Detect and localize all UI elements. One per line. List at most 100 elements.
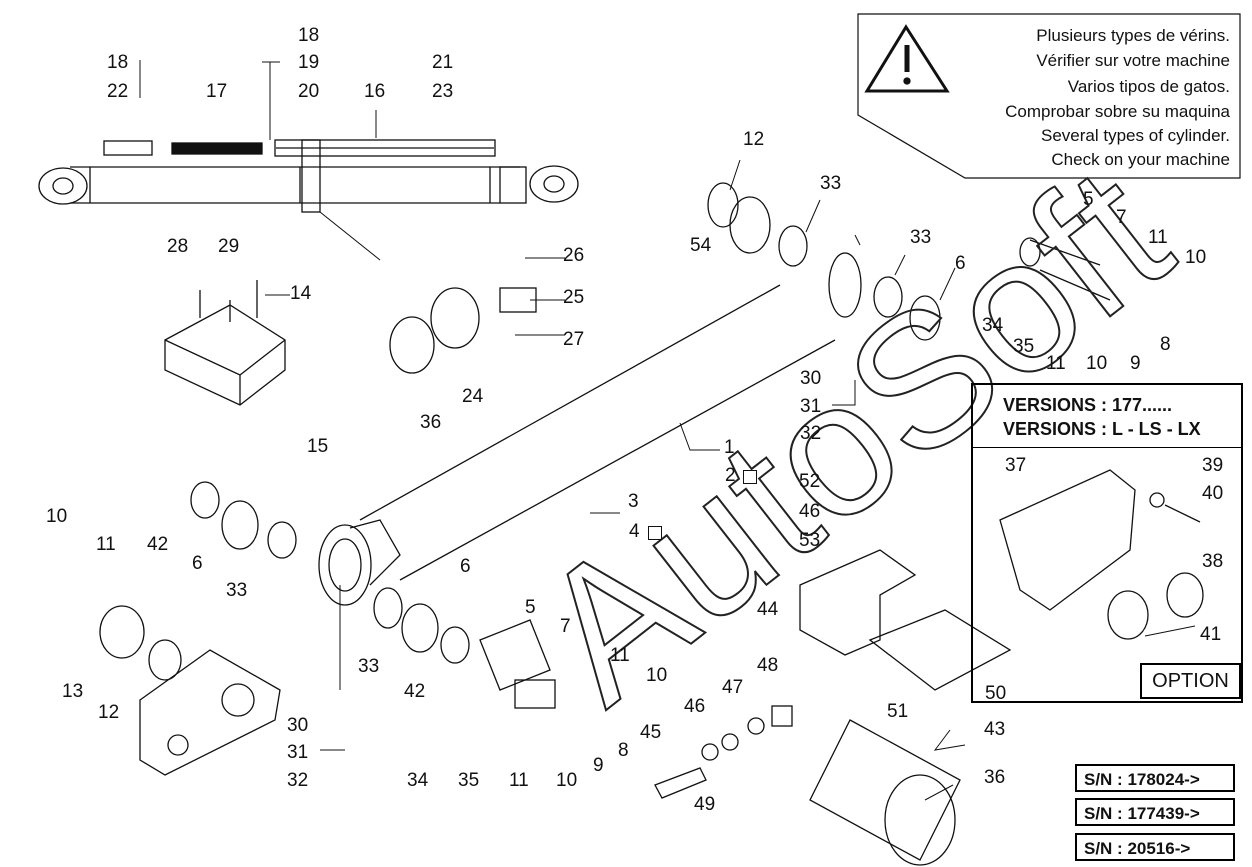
part-label: 34	[407, 770, 429, 791]
part-label: 30	[287, 715, 309, 736]
part-label: 14	[290, 283, 312, 304]
warning-box-outline	[857, 13, 1241, 179]
warning-box: Plusieurs types de vérins. Vérifier sur …	[858, 12, 1240, 180]
part-label: 31	[287, 742, 309, 763]
serial-number-box: S/N : 178024->	[1075, 764, 1235, 792]
part-label: 12	[743, 129, 765, 150]
part-label: 53	[799, 530, 821, 551]
part-label: 52	[799, 471, 821, 492]
part-label: 50	[985, 683, 1007, 704]
part-label: 32	[800, 423, 822, 444]
part-label: 16	[364, 81, 386, 102]
part-label: 33	[910, 227, 932, 248]
versions-title-1: VERSIONS : 177......	[1003, 395, 1173, 415]
part-label: 8	[618, 740, 629, 761]
checkbox-square-icon	[743, 470, 757, 484]
part-label: 26	[563, 245, 585, 266]
part-label: 24	[462, 386, 484, 407]
part-label: 5	[1083, 189, 1094, 210]
part-label: 11	[1046, 353, 1066, 374]
part-label: 11	[1148, 227, 1168, 248]
part-label: 17	[206, 81, 228, 102]
part-label: 33	[820, 173, 842, 194]
part-label: 38	[1202, 551, 1224, 572]
part-label: 11	[96, 534, 116, 555]
leader-lines	[139, 60, 1196, 801]
part-label: 10	[1185, 247, 1207, 268]
warning-line: Vérifier sur votre machine	[1036, 51, 1230, 70]
part-label: 11	[610, 645, 630, 666]
upper-seals	[707, 182, 1111, 341]
lower-pin	[373, 587, 556, 709]
part-label: 15	[307, 436, 329, 457]
part-label: 34	[982, 315, 1004, 336]
part-label: 30	[800, 368, 822, 389]
part-label: 12	[98, 702, 120, 723]
part-label: 27	[563, 329, 585, 350]
part-label: 49	[694, 794, 716, 815]
cover-37	[999, 469, 1204, 640]
lower-left-seals	[99, 481, 297, 776]
warning-triangle-icon	[864, 24, 950, 93]
part-label: 1	[724, 437, 735, 458]
top-cylinder	[38, 139, 579, 213]
part-label: 46	[684, 696, 706, 717]
part-label: 10	[556, 770, 578, 791]
part-label: 33	[358, 656, 380, 677]
part-label: 6	[955, 253, 966, 274]
part-label: 28	[167, 236, 189, 257]
part-label: 35	[458, 770, 480, 791]
part-label: 43	[984, 719, 1006, 740]
part-label: 7	[560, 616, 571, 637]
part-label: 45	[640, 722, 662, 743]
versions-title-2: VERSIONS : L - LS - LX	[1003, 419, 1201, 439]
part-label: 3	[628, 491, 639, 512]
part-label: 42	[404, 681, 426, 702]
part-label: 13	[62, 681, 84, 702]
part-label: 48	[757, 655, 779, 676]
part-label: 44	[757, 599, 779, 620]
part-label: 9	[1130, 353, 1141, 374]
part-label: 9	[593, 755, 604, 776]
part-label: 19	[298, 52, 320, 73]
warning-line: Varios tipos de gatos.	[1067, 77, 1230, 96]
part-label: 18	[107, 52, 129, 73]
serial-number-box: S/N : 20516->	[1075, 833, 1235, 861]
part-label: 37	[1005, 455, 1027, 476]
part-label: 18	[298, 25, 320, 46]
part-label: 2	[725, 465, 736, 486]
part-label: 22	[107, 81, 129, 102]
warning-line: Plusieurs types de vérins.	[1036, 26, 1230, 45]
warning-line: Several types of cylinder.	[1041, 126, 1230, 145]
part-label: 42	[147, 534, 169, 555]
warning-line: Comprobar sobre su maquina	[1005, 102, 1230, 121]
part-label: 10	[646, 665, 668, 686]
part-label: 41	[1200, 624, 1222, 645]
part-label: 35	[1013, 336, 1035, 357]
part-label: 6	[460, 556, 471, 577]
part-label: 29	[218, 236, 240, 257]
part-label: 51	[887, 701, 909, 722]
part-label: 39	[1202, 455, 1224, 476]
part-label: 21	[432, 52, 454, 73]
part-label: 4	[629, 521, 640, 542]
part-label: 46	[799, 501, 821, 522]
bottom-clamp	[809, 719, 961, 866]
part-label: 7	[1116, 207, 1127, 228]
serial-number-box: S/N : 177439->	[1075, 798, 1235, 826]
option-label: OPTION	[1140, 663, 1241, 699]
part-label: 47	[722, 677, 744, 698]
checkbox-square-icon	[648, 526, 662, 540]
versions-divider	[973, 447, 1241, 448]
warning-line: Check on your machine	[1051, 150, 1230, 169]
part-label: 40	[1202, 483, 1224, 504]
part-label: 6	[192, 553, 203, 574]
part-label: 54	[690, 235, 712, 256]
part-label: 36	[984, 767, 1006, 788]
part-label: 11	[509, 770, 529, 791]
bolt-45	[654, 705, 793, 799]
part-label: 10	[1086, 353, 1108, 374]
